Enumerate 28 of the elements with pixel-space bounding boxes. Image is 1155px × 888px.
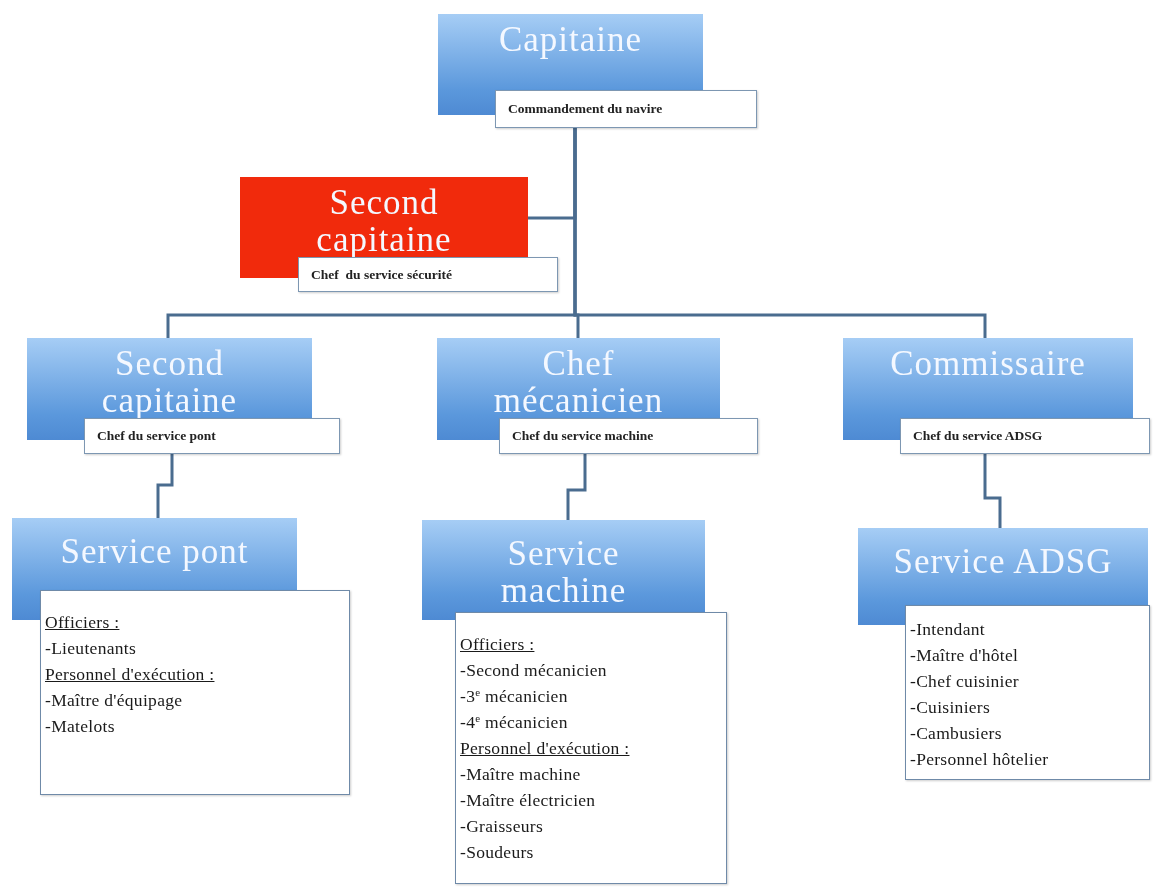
connector-line bbox=[983, 454, 1002, 528]
list-item: -Maître électricien bbox=[460, 789, 597, 812]
subtitle-box: Chef du service pont bbox=[84, 418, 340, 454]
subtitle-box: Chef du service sécurité bbox=[298, 257, 558, 292]
list-item: -3$^{e}$ mécanicien bbox=[460, 685, 569, 708]
title-box: Service machine bbox=[422, 520, 705, 620]
connector-line bbox=[566, 454, 587, 520]
list-item: -Second mécanicien bbox=[460, 659, 608, 682]
section-heading: Personnel d'exécution : bbox=[460, 737, 631, 760]
list-item: -Cuisiniers bbox=[910, 696, 992, 719]
list-item: -Personnel hôtelier bbox=[910, 748, 1050, 771]
section-heading: Officiers : bbox=[460, 633, 536, 656]
list-item: -Lieutenants bbox=[45, 637, 138, 660]
subtitle-box: Commandement du navire bbox=[495, 90, 757, 128]
list-item: -Graisseurs bbox=[460, 815, 544, 838]
list-item: -Cambusiers bbox=[910, 722, 1003, 745]
list-item: -Chef cuisinier bbox=[910, 670, 1020, 693]
list-item: -Soudeurs bbox=[460, 841, 535, 864]
connector-line bbox=[573, 128, 987, 338]
list-item: -4$^{e}$ mécanicien bbox=[460, 711, 569, 734]
connector-line bbox=[156, 454, 174, 518]
subtitle-box: Chef du service machine bbox=[499, 418, 758, 454]
list-item: -Maître d'hôtel bbox=[910, 644, 1020, 667]
list-item: -Maître machine bbox=[460, 763, 582, 786]
list-item: -Matelots bbox=[45, 715, 116, 738]
section-heading: Personnel d'exécution : bbox=[45, 663, 216, 686]
subtitle-box: Chef du service ADSG bbox=[900, 418, 1150, 454]
list-item: -Maître d'équipage bbox=[45, 689, 184, 712]
